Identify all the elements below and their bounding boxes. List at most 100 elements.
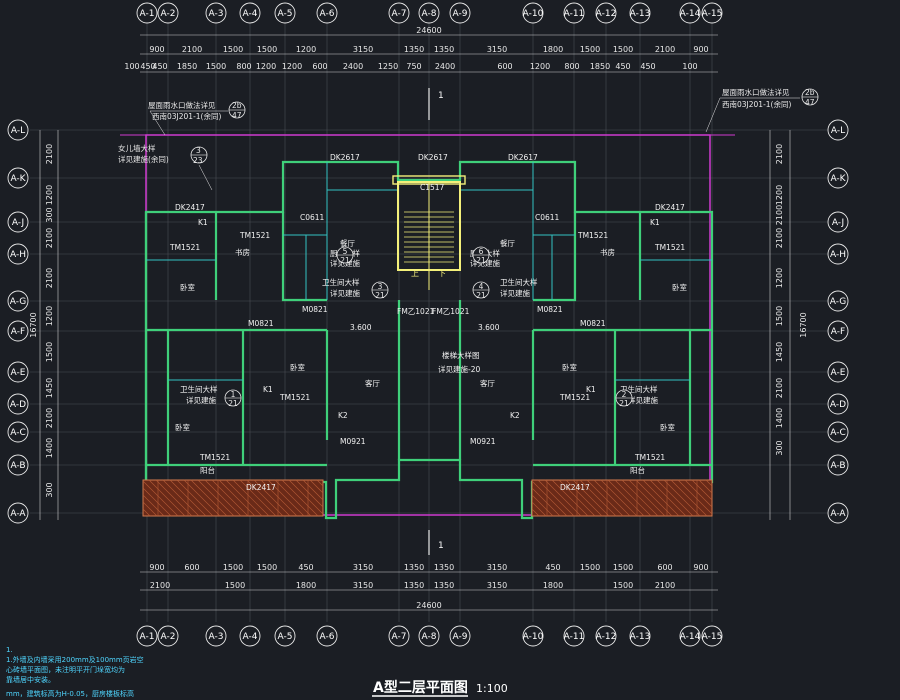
svg-text:A-13: A-13 [630,632,651,642]
dim-left-7: 1450 [45,378,54,398]
label-kitchen-detail-right-sub: 详见建施 [470,258,500,268]
partitions [146,162,712,381]
grid-bubble-top-A-12: A-12 [595,2,617,24]
label-bath-detail-lower-left: 卫生间大样 [180,384,218,394]
grid-bubble-left-A-E: A-E [7,361,29,383]
svg-text:A-F: A-F [11,327,25,337]
dim-top-2-8: 600 [312,62,327,71]
balcony-left [142,479,324,517]
code-k2-r: K2 [510,411,520,420]
grid-bubble-top-A-1: A-1 [136,2,158,24]
roof-outline [145,134,711,516]
svg-text:A-F: A-F [831,327,845,337]
dim-left-10: 300 [45,482,54,497]
code-m0821-4: M0821 [580,319,606,328]
svg-text:A-14: A-14 [680,632,701,642]
label-bath-detail-left-sub: 详见建施 [330,288,360,298]
grid-bubble-top-A-9: A-9 [449,2,471,24]
code-k1-3: K1 [263,385,273,394]
dim-right-4: 1200 [775,268,784,288]
grid-bubble-right-A-K: A-K [827,167,849,189]
dim-top-2-12: 2400 [435,62,455,71]
dim-top-2-14: 1200 [530,62,550,71]
grid-bubble-left-A-G: A-G [7,290,29,312]
code-fm-l: FM乙1021 [397,307,435,316]
grid-bubble-bottom-A-14: A-14 [679,625,701,647]
dim-top-2-3: 1850 [177,62,197,71]
code-k1-4: K1 [586,385,596,394]
dim-top-1-3: 1500 [257,45,277,54]
dim-top-2-19: 100 [682,62,697,71]
svg-text:靠墙居中安装。: 靠墙居中安装。 [6,675,55,684]
dim-top-2-5: 800 [236,62,251,71]
svg-text:2: 2 [622,390,627,399]
dim-left-1: 1200 [45,185,54,205]
svg-text:A-1: A-1 [140,632,155,642]
grid-bubble-top-A-11: A-11 [563,2,585,24]
label-bath-detail-left: 卫生间大样 [322,277,360,287]
grid-bubble-top-A-14: A-14 [679,2,701,24]
grid-bubble-top-A-7: A-7 [388,2,410,24]
svg-text:A-7: A-7 [392,632,407,642]
code-m0821-3: M0821 [537,305,563,314]
dim-top-2-4: 1500 [206,62,226,71]
dim-bottom-2-9: 2100 [655,581,675,590]
dim-top-2-15: 800 [564,62,579,71]
label-study-left: 书房 [235,247,250,257]
code-m0921-r: M0921 [470,437,496,446]
svg-text:3: 3 [196,146,201,155]
dim-bottom-2-1: 1500 [225,581,245,590]
grid-bubble-right-A-G: A-G [827,290,849,312]
svg-text:A-9: A-9 [453,632,468,642]
callout-roof-drain-right: 屋面雨水口做法详见 西南03J201-1(余同) 2b 47 [705,87,819,133]
dim-top-1-11: 1500 [613,45,633,54]
svg-text:A-L: A-L [831,126,845,136]
section-mark-bottom: 1 [438,541,444,551]
svg-text:A-A: A-A [830,509,846,519]
dim-top-2-13: 600 [497,62,512,71]
dim-bottom-1-8: 3150 [487,563,507,572]
svg-text:西南03J201-1(余同): 西南03J201-1(余同) [152,111,221,121]
svg-text:A-8: A-8 [422,9,437,19]
dim-left-2: 300 [45,207,54,222]
drawing-title: A型二层平面图 [373,679,468,696]
dim-top-1-10: 1500 [580,45,600,54]
dim-bottom-1-0: 900 [149,563,164,572]
svg-text:A-B: A-B [10,461,25,471]
grid-bubble-bottom-A-3: A-3 [205,625,227,647]
dim-right-3: 2100 [775,228,784,248]
dim-top-1-2: 1500 [223,45,243,54]
balcony-right [531,479,713,517]
grid-bubble-right-A-B: A-B [827,454,849,476]
detail-bubble-1: 121 [224,389,242,408]
svg-text:A-12: A-12 [596,632,617,642]
dim-left-9: 1400 [45,438,54,458]
dim-bottom-1-9: 450 [545,563,560,572]
floor-elev-right: 3.600 [478,323,500,332]
dim-bottom-1-10: 1500 [580,563,600,572]
dim-left-5: 1200 [45,306,54,326]
label-living-right: 客厅 [480,378,495,388]
label-bedroom-2: 卧室 [290,362,305,372]
grid-bubble-right-A-A: A-A [827,502,849,524]
grid-bubble-left-A-L: A-L [7,119,29,141]
label-bedroom-3: 卧室 [562,362,577,372]
dim-bottom-1-1: 600 [184,563,199,572]
label-balcony-right: 阳台 [630,465,645,475]
code-fm-r: FM乙1021 [432,307,470,316]
svg-text:A-5: A-5 [278,632,293,642]
grid-bubble-bottom-A-5: A-5 [274,625,296,647]
code-m0821-2: M0821 [302,305,328,314]
dim-right-0: 2100 [775,144,784,164]
svg-text:3: 3 [378,282,383,291]
svg-text:A-G: A-G [830,297,847,307]
dim-top-1-12: 2100 [655,45,675,54]
code-c0611-l: C0611 [300,213,325,222]
svg-text:屋面雨水口做法详见: 屋面雨水口做法详见 [148,100,216,110]
dim-bottom-2-3: 3150 [353,581,373,590]
svg-text:23: 23 [193,156,203,165]
svg-text:A-15: A-15 [702,632,723,642]
dim-right-1: 1200 [775,185,784,205]
code-dk2617-right: DK2617 [508,153,538,162]
